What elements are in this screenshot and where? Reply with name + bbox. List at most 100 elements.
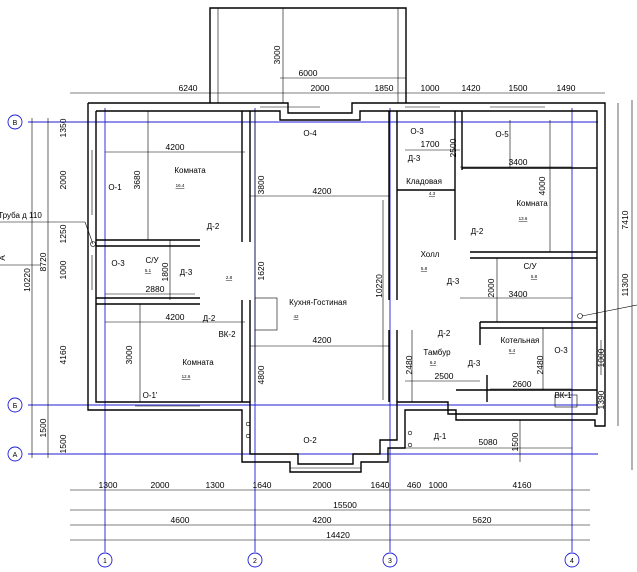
dim-inner: 10220 <box>374 274 384 298</box>
room-label: Комната <box>182 358 214 367</box>
dim-left: 4160 <box>58 345 68 364</box>
walls <box>0 7 637 473</box>
room-area: 5.8 <box>421 266 428 271</box>
dimension-lines <box>31 8 633 541</box>
room-area: 6.4 <box>509 348 516 353</box>
dim-left: 1500 <box>38 418 48 437</box>
dim-inner: 5080 <box>479 437 498 447</box>
room-area: 12.6 <box>182 374 191 379</box>
door-mark: Д-3 <box>468 359 481 368</box>
dim-left: 8720 <box>38 252 48 271</box>
dim-top: 6240 <box>179 83 198 93</box>
room-label: Комната <box>174 166 206 175</box>
room-area: 5.8 <box>531 274 538 279</box>
door-mark: Д-2 <box>471 227 484 236</box>
dim-inner: 4000 <box>537 176 547 195</box>
dim-inner: 4200 <box>313 186 332 196</box>
dim-right: 11300 <box>620 273 630 296</box>
dim-bottom: 2000 <box>313 480 332 490</box>
dim-bottom: 4160 <box>513 480 532 490</box>
dim-inner: 3800 <box>256 175 266 194</box>
room-label: Холл <box>421 250 440 259</box>
dim-inner: 3400 <box>509 157 528 167</box>
dim-left: 2000 <box>58 170 68 189</box>
room-label: С/У <box>523 262 537 271</box>
dim-inner: 3000 <box>124 345 134 364</box>
window-mark: О-3 <box>554 346 568 355</box>
dim-bottom: 4200 <box>313 515 332 525</box>
dim-bottom: 2000 <box>151 480 170 490</box>
axis-label-b: Б <box>13 403 18 410</box>
room-label: Кухня-Гостиная <box>289 298 347 307</box>
dim-inner: 2880 <box>146 284 165 294</box>
dimension-text: 6240 6000 2000 1850 1000 1420 1500 1490 … <box>22 45 630 540</box>
dim-bottom: 1300 <box>206 480 225 490</box>
dim-top: 1490 <box>557 83 576 93</box>
dim-bottom: 4600 <box>171 515 190 525</box>
section-mark: А <box>0 255 7 261</box>
door-mark: Д-3 <box>447 277 460 286</box>
dim-left: 10220 <box>22 268 32 292</box>
dim-top: 2000 <box>311 83 330 93</box>
door-mark: Д-3 <box>180 268 193 277</box>
window-mark: О-1' <box>143 391 158 400</box>
dim-bottom: 5620 <box>473 515 492 525</box>
room-area: 2.8 <box>226 275 233 280</box>
window-mark: О-2 <box>303 436 317 445</box>
room-area: 6.2 <box>430 360 437 365</box>
dim-top: 1500 <box>509 83 528 93</box>
dim-inner: 1800 <box>160 262 170 281</box>
axis-label-a: А <box>13 452 18 459</box>
dim-inner: 1500 <box>510 432 520 451</box>
dim-bottom: 1640 <box>253 480 272 490</box>
dim-inner: 2000 <box>486 278 496 297</box>
pipe-label: Труба д 110 <box>0 211 42 220</box>
dim-inner: 2480 <box>404 355 414 374</box>
door-mark: Д-2 <box>207 222 220 231</box>
dim-inner: 1700 <box>421 139 440 149</box>
dim-left: 3680 <box>132 170 142 189</box>
dim-bottom: 1000 <box>429 480 448 490</box>
axis-label-v: В <box>13 120 18 127</box>
room-area: 13.6 <box>519 216 528 221</box>
window-mark: О-5 <box>495 130 509 139</box>
dim-inner: 4200 <box>166 312 185 322</box>
dim-top: 1000 <box>421 83 440 93</box>
dim-left: 1250 <box>58 224 68 243</box>
dim-top: 1420 <box>462 83 481 93</box>
room-area: 16.4 <box>176 183 185 188</box>
dim-inner: 4200 <box>166 142 185 152</box>
door-mark: Д-3 <box>408 154 421 163</box>
dim-total: 14420 <box>326 530 350 540</box>
room-label: С/У <box>145 256 159 265</box>
dim-inner: 2600 <box>513 379 532 389</box>
dim-left: 1000 <box>58 260 68 279</box>
window-mark: О-4 <box>303 129 317 138</box>
door-mark: Д-2 <box>203 314 216 323</box>
dim-inner: 3400 <box>509 289 528 299</box>
room-area: 5.1 <box>145 268 152 273</box>
dim-inner: 4200 <box>313 335 332 345</box>
room-area: 4.3 <box>429 191 436 196</box>
dim-porch: 3000 <box>272 45 282 64</box>
window-mark: О-3 <box>410 127 424 136</box>
dim-inner: 2500 <box>448 138 458 157</box>
axis-label-2: 2 <box>253 558 257 565</box>
dim-inner: 2480 <box>535 355 545 374</box>
vk-mark: ВК-2 <box>218 330 236 339</box>
axis-label-4: 4 <box>570 558 574 565</box>
vk-mark: ВК-1 <box>554 391 572 400</box>
room-label: Кладовая <box>406 177 442 186</box>
room-labels: Комната 16.4 С/У 5.1 Комната 12.6 Кухня-… <box>145 166 548 379</box>
dim-left: 1350 <box>58 118 68 137</box>
dim-inner: 2500 <box>435 371 454 381</box>
room-label: Тамбур <box>423 348 451 357</box>
dim-bottom: 1640 <box>371 480 390 490</box>
dim-bottom: 460 <box>407 480 421 490</box>
dim-left: 1500 <box>58 434 68 453</box>
room-label: Котельная <box>501 336 540 345</box>
dim-inner: 4800 <box>256 365 266 384</box>
dim-top: 1850 <box>375 83 394 93</box>
dim-right: 7410 <box>620 210 630 229</box>
